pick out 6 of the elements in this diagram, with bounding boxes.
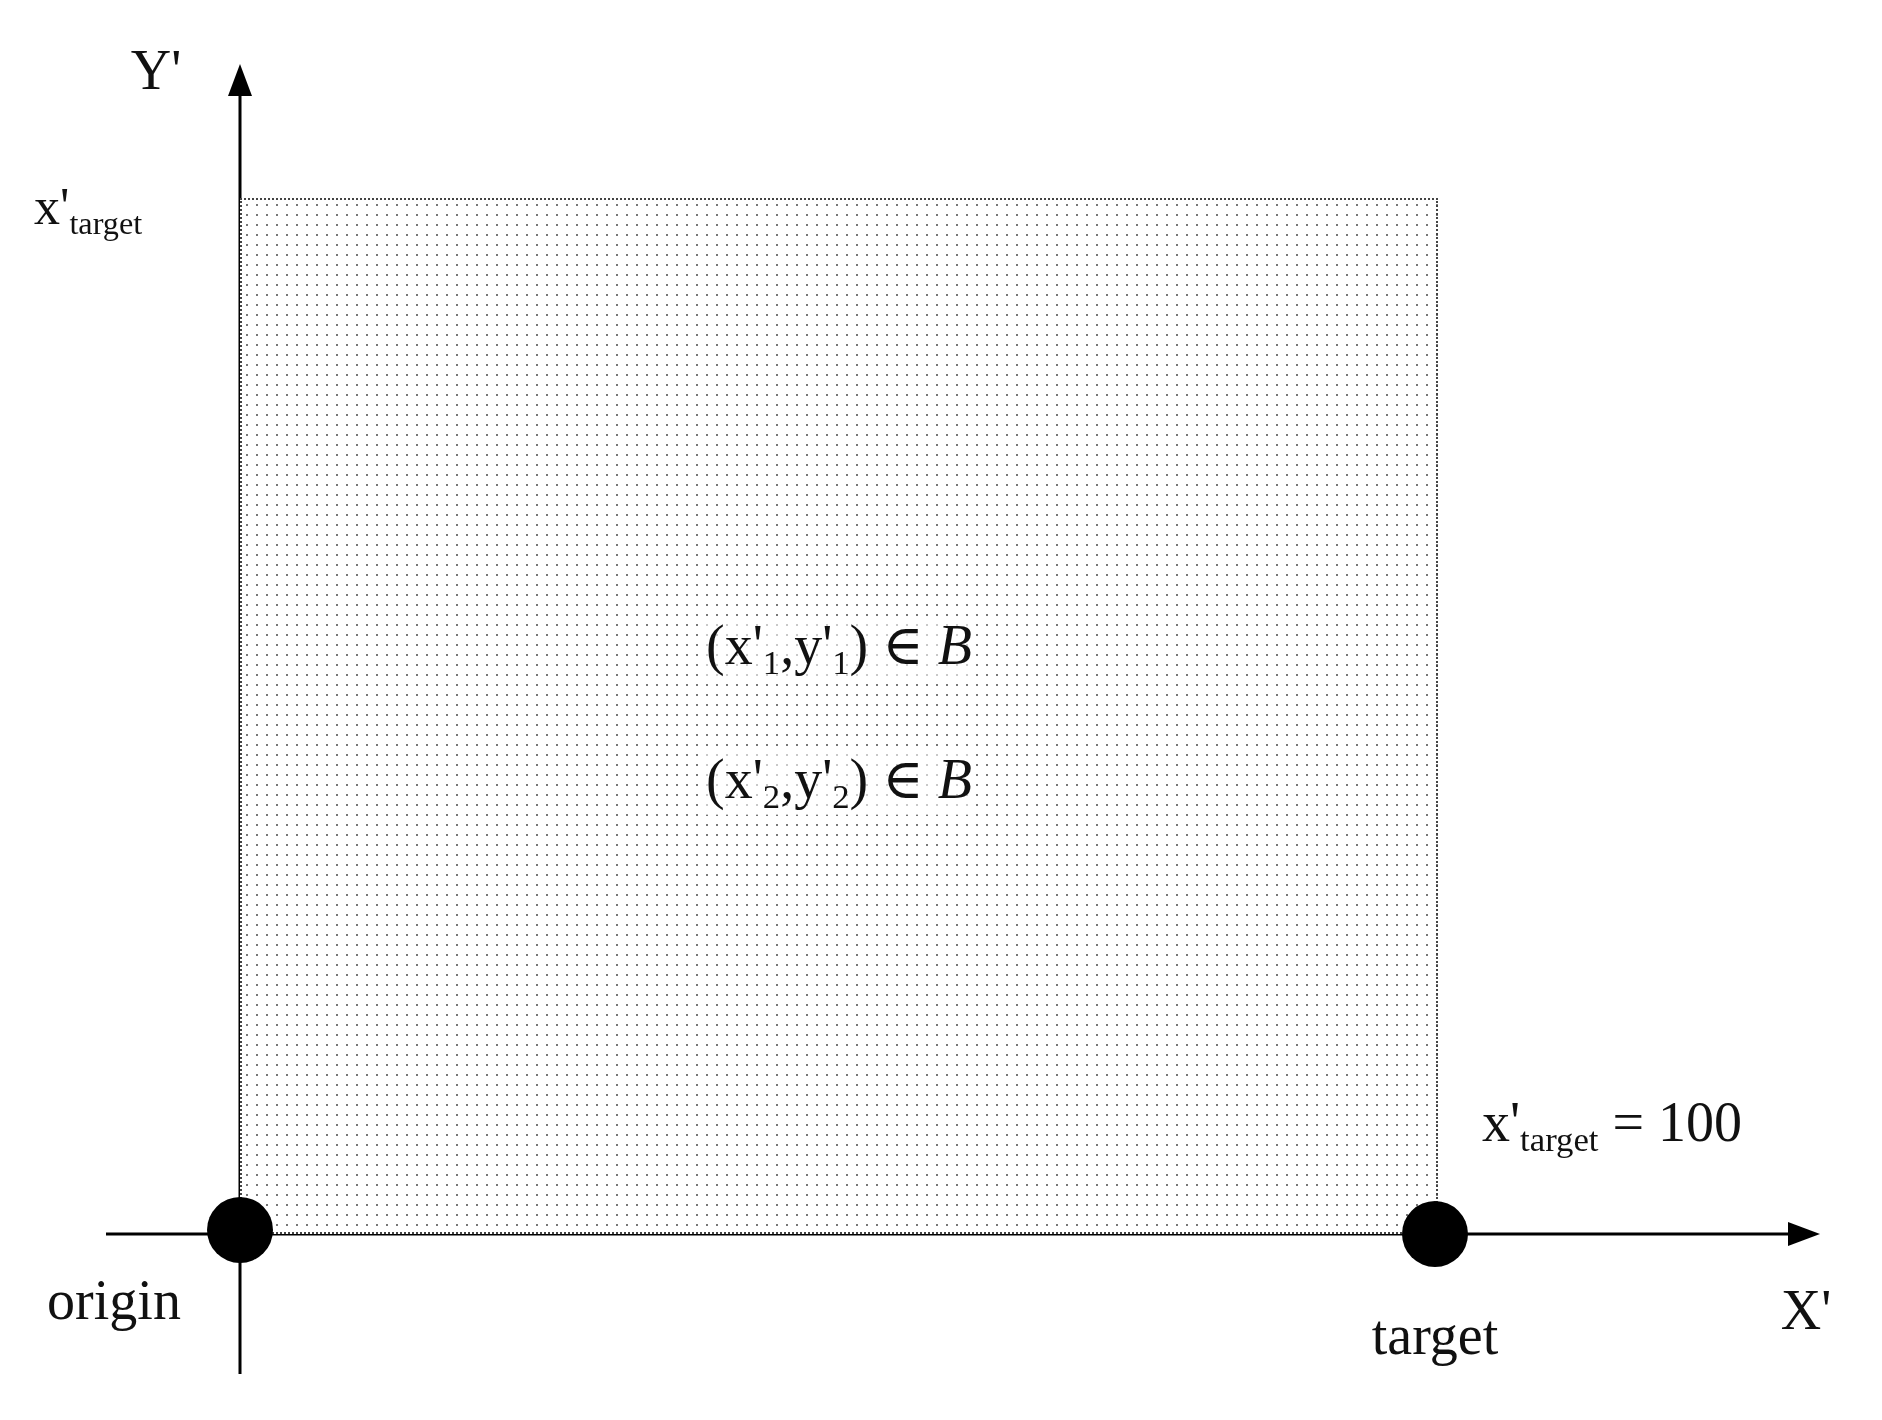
axis-label: Y' — [130, 42, 182, 98]
dotted-region — [240, 198, 1438, 1234]
axis-label: X' — [1780, 1282, 1832, 1338]
formula-text: (x'$_{2}$,y'$_{2}$) ∈ B — [706, 751, 972, 816]
axis-label: x'$_{target}$ = 100 — [1482, 1093, 1743, 1159]
axis-label: x'$_{target}$ — [34, 181, 143, 239]
